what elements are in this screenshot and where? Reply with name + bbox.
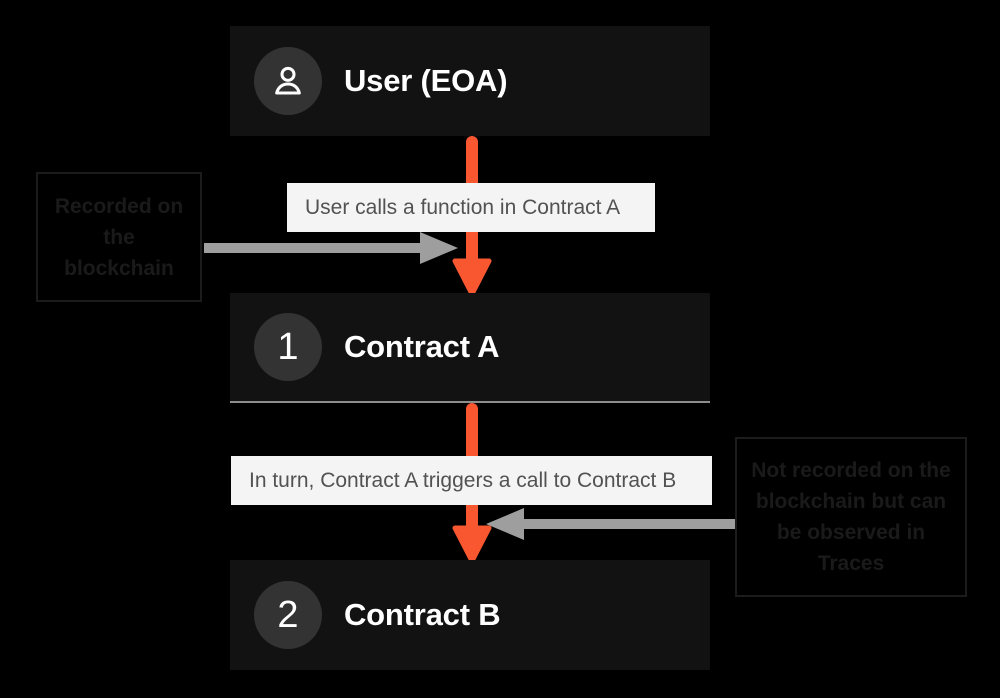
annotation-left-text: Recorded on the blockchain — [54, 194, 184, 280]
edge-label-2-text: In turn, Contract A triggers a call to C… — [249, 468, 677, 492]
step-number-badge-1: 1 — [254, 313, 322, 381]
pointer-arrow-right-to-edge2 — [486, 506, 736, 542]
pointer-arrow-left-to-edge1 — [204, 230, 458, 266]
annotation-recorded-on-blockchain: Recorded on the blockchain — [36, 172, 202, 302]
edge-label-user-calls-function: User calls a function in Contract A — [287, 183, 655, 232]
node-contract-a-label: Contract A — [344, 329, 500, 364]
annotation-right-text: Not recorded on the blockchain but can b… — [751, 459, 951, 575]
annotation-not-recorded-traces: Not recorded on the blockchain but can b… — [735, 437, 967, 597]
edge-label-contract-a-triggers-b: In turn, Contract A triggers a call to C… — [231, 456, 712, 505]
user-icon — [254, 47, 322, 115]
node-user-label: User (EOA) — [344, 63, 508, 98]
node-contract-b[interactable]: 2 Contract B — [230, 560, 710, 670]
node-user-eoa[interactable]: User (EOA) — [230, 26, 710, 136]
step-number-badge-2: 2 — [254, 581, 322, 649]
edge-label-1-text: User calls a function in Contract A — [305, 195, 621, 219]
node-contract-b-label: Contract B — [344, 597, 501, 632]
node-contract-a[interactable]: 1 Contract A — [230, 293, 710, 403]
